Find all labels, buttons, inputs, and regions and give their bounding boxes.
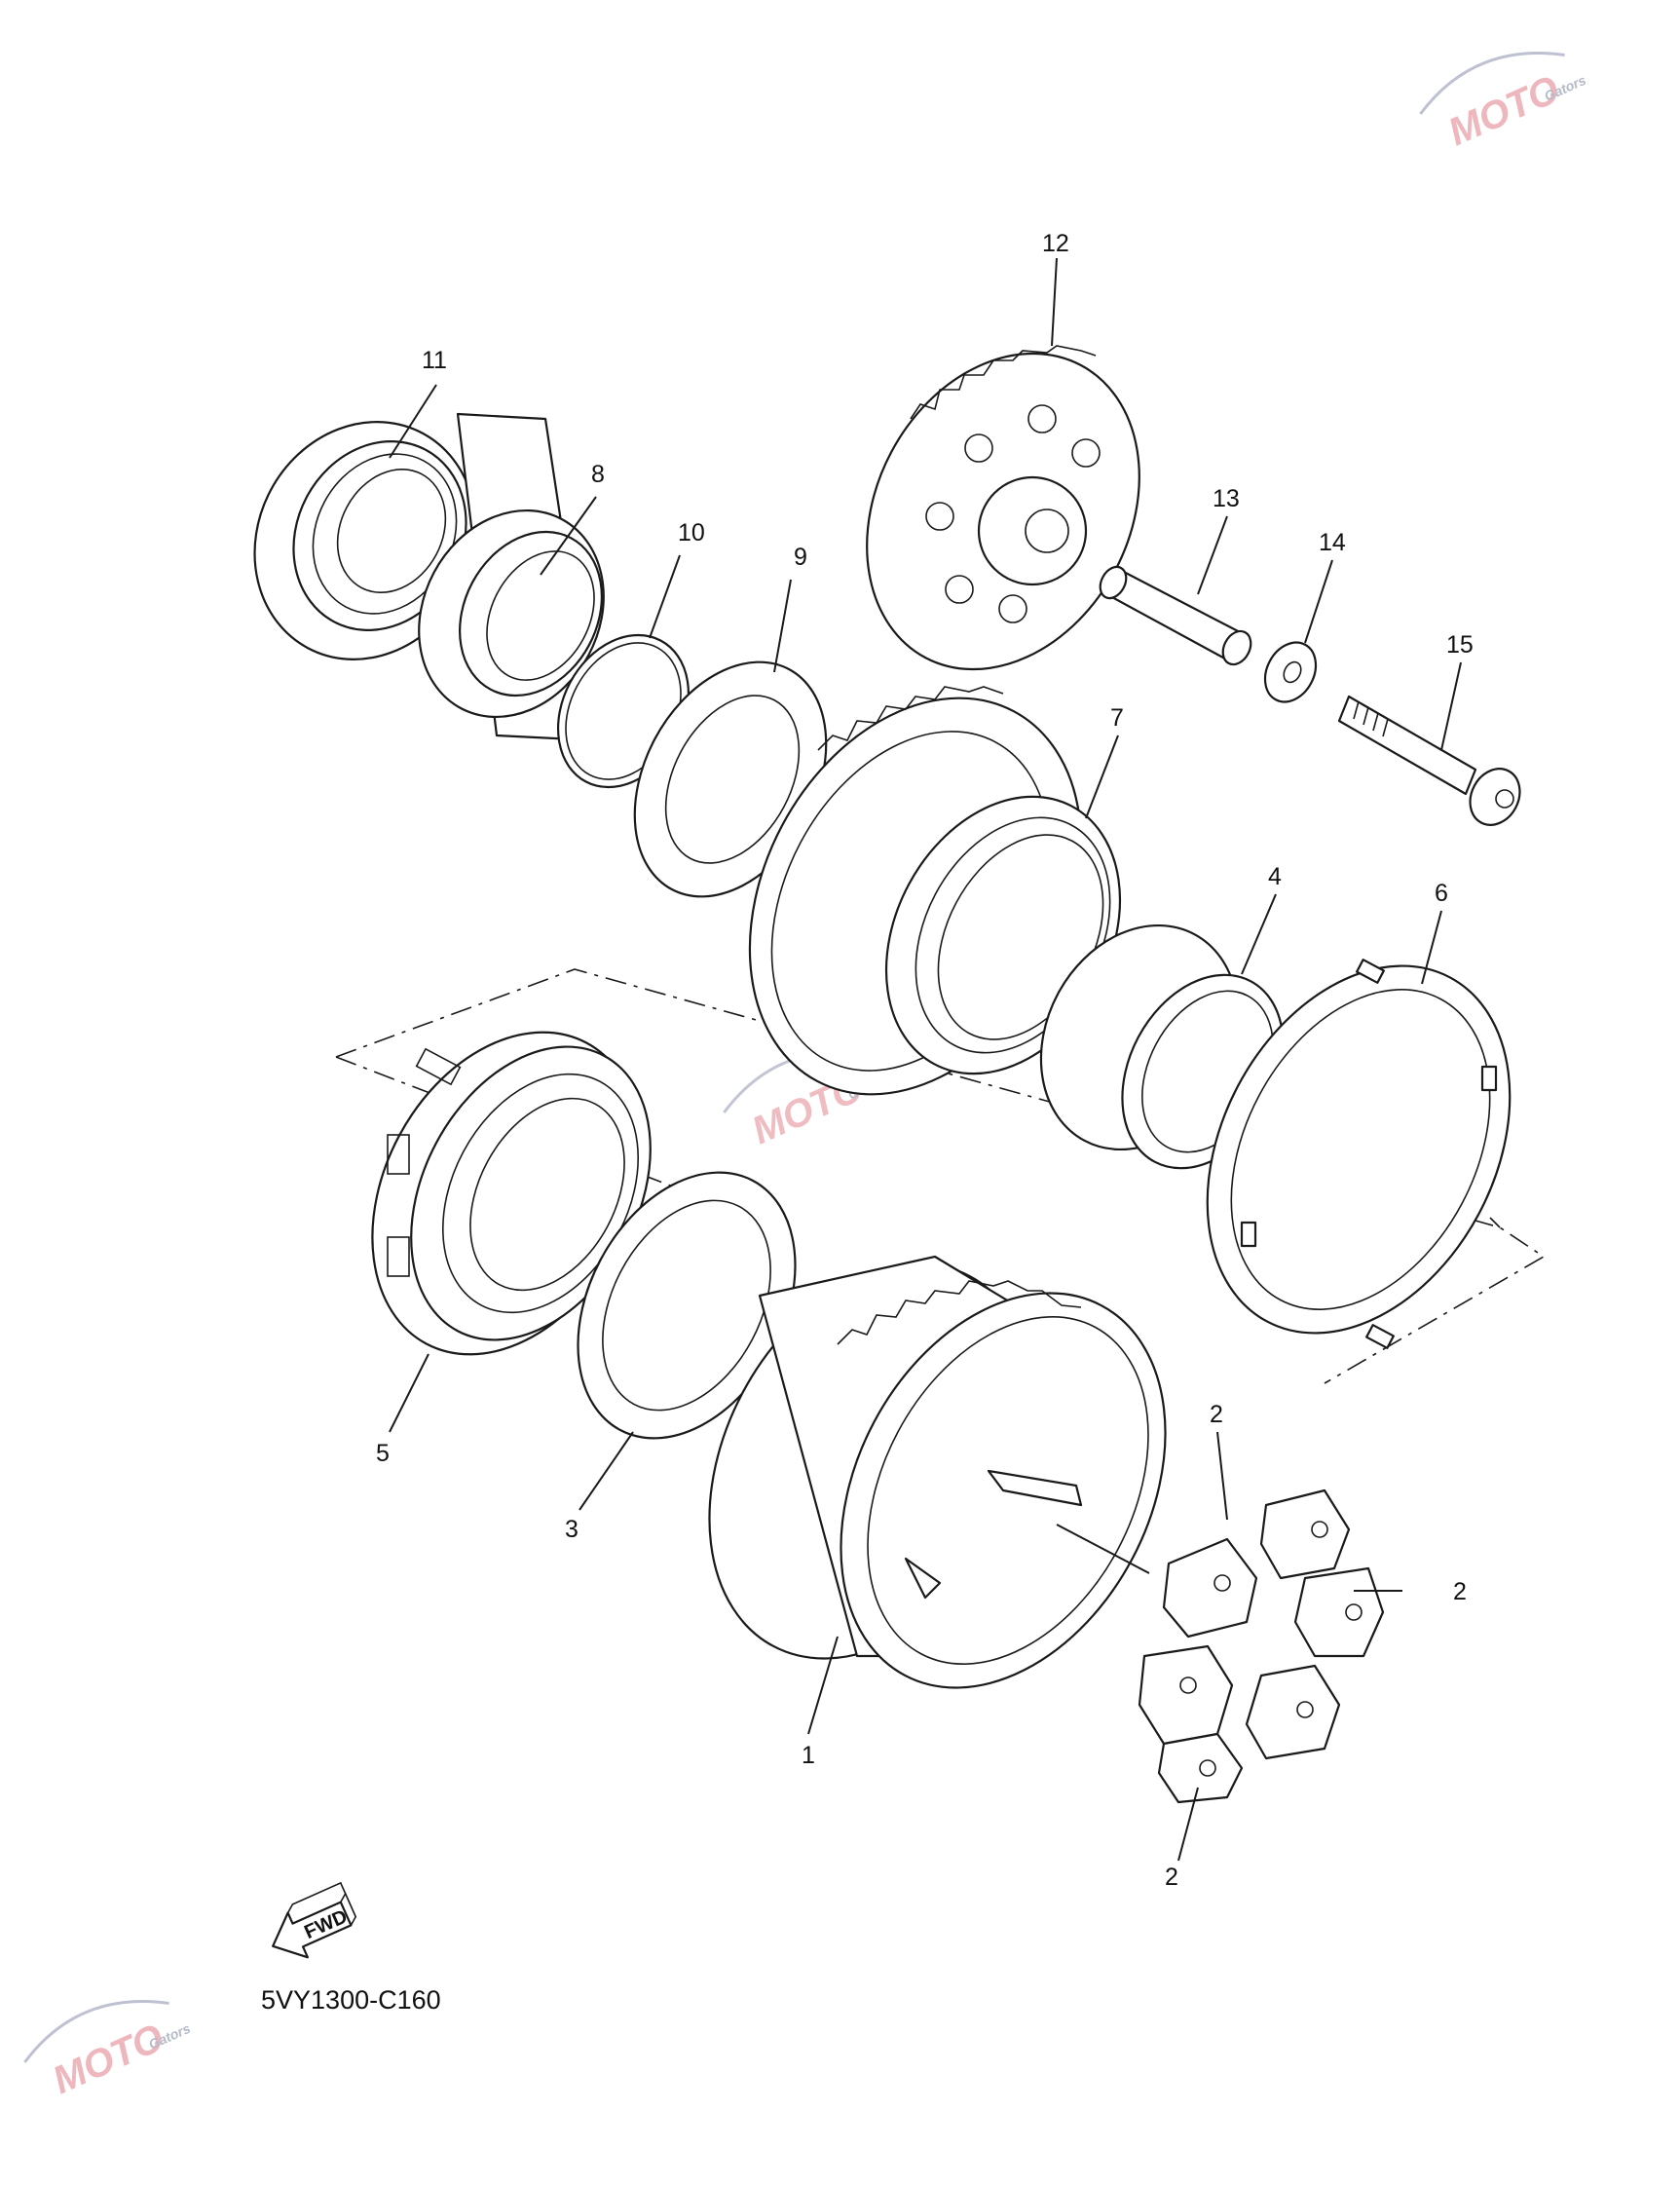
watermark-brand-bottom: MOTO xyxy=(47,2016,170,2103)
callout-8: 8 xyxy=(591,461,605,488)
callout-5: 5 xyxy=(376,1440,390,1467)
watermark-swoosh xyxy=(1419,52,1565,115)
callout-9: 9 xyxy=(794,544,807,571)
watermark-bottom: MOTO Gators xyxy=(23,2000,193,2103)
callout-12: 12 xyxy=(1042,230,1069,257)
part-8-sleeve xyxy=(418,412,605,742)
callouts: 11 8 10 9 12 13 14 15 7 4 6 5 3 1 2 2 2 xyxy=(376,230,1474,1891)
callout-2b: 2 xyxy=(1453,1578,1467,1605)
part-12-gear xyxy=(866,345,1140,671)
part-11-bearing xyxy=(253,421,477,660)
watermark-swoosh-bottom xyxy=(23,2000,169,2063)
callout-3: 3 xyxy=(565,1516,579,1543)
part-1-housing xyxy=(708,1255,1167,1689)
leader-lines xyxy=(389,257,1462,1862)
fwd-arrow-icon: FWD xyxy=(272,1881,357,1959)
callout-7: 7 xyxy=(1110,704,1124,732)
part-13-pin xyxy=(1099,565,1252,666)
callout-1: 1 xyxy=(802,1742,815,1769)
callout-4: 4 xyxy=(1268,863,1282,890)
callout-11: 11 xyxy=(422,347,447,374)
callout-6: 6 xyxy=(1435,880,1448,907)
watermark-brand: MOTO xyxy=(1442,68,1566,155)
diagram-code: 5VY1300-C160 xyxy=(261,1985,441,2015)
part-6-plate xyxy=(1206,959,1512,1349)
part-15-bolt xyxy=(1337,695,1521,826)
callout-13: 13 xyxy=(1213,485,1240,512)
callout-15: 15 xyxy=(1446,631,1474,659)
callout-2c: 2 xyxy=(1165,1864,1178,1891)
callout-2a: 2 xyxy=(1210,1401,1223,1428)
part-3-washer xyxy=(577,1171,797,1440)
watermark-top: MOTO Gators xyxy=(1419,52,1588,155)
callout-10: 10 xyxy=(678,519,705,546)
part-14-washer xyxy=(1263,641,1318,703)
part-2-dampers xyxy=(1138,1488,1385,1804)
part-5-oneway-clutch xyxy=(371,1031,652,1356)
callout-14: 14 xyxy=(1319,529,1346,556)
